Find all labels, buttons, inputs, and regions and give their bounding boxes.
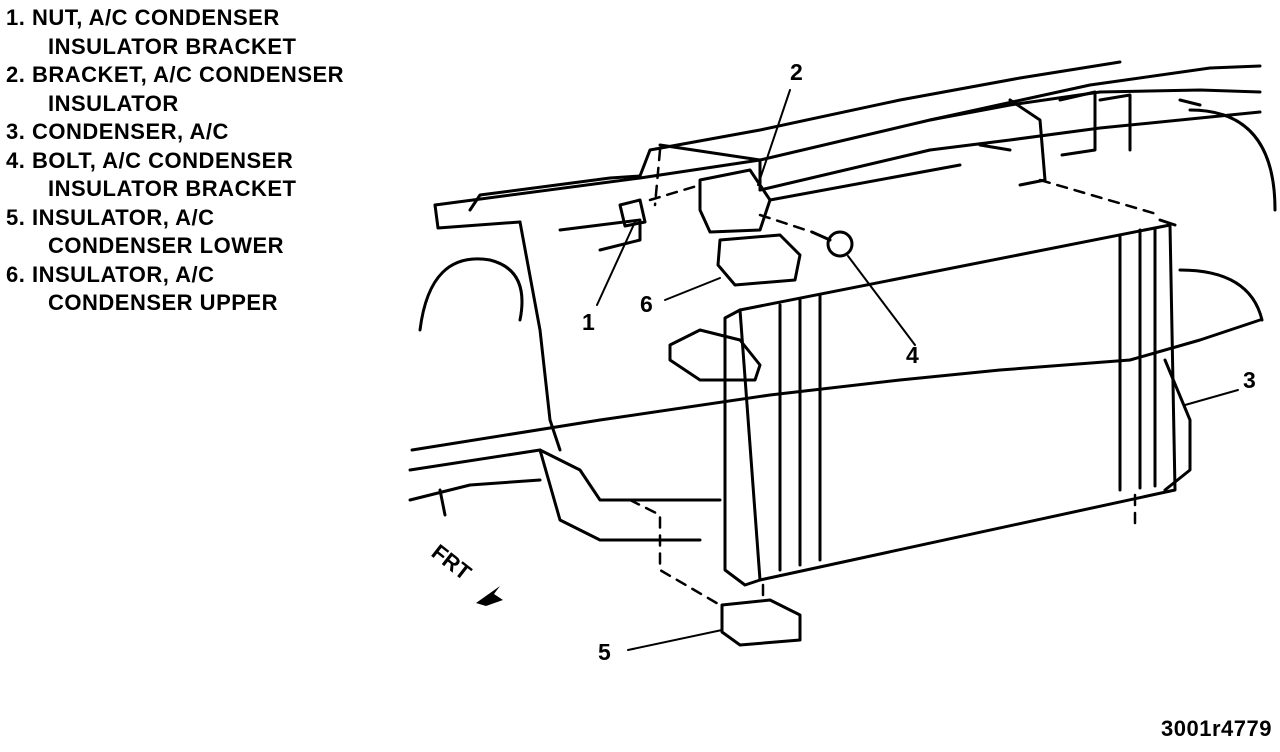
- figure-id: 3001r4779: [1161, 716, 1272, 741]
- callout-6: 6: [640, 291, 653, 317]
- upper-insulator-bracket: [658, 143, 802, 287]
- radiator-support-panel: [408, 60, 1277, 542]
- legend-item-label-continued: INSULATOR BRACKET: [48, 33, 297, 59]
- legend-item-label-continued: CONDENSER UPPER: [48, 290, 278, 315]
- lower-insulator: [720, 598, 802, 647]
- callout-5: 5: [598, 639, 611, 665]
- insulator-bracket-nut: [618, 198, 647, 228]
- legend-item-label-continued: CONDENSER LOWER: [48, 233, 285, 258]
- callout-3: 3: [1243, 367, 1256, 393]
- callout-2: 2: [790, 59, 803, 85]
- callout-1: 1: [582, 309, 595, 335]
- legend-item-label: 5. INSULATOR, A/C: [6, 204, 215, 230]
- ac-condenser: [668, 218, 1192, 587]
- callout-4: 4: [906, 342, 919, 368]
- legend-item-label-continued: INSULATOR: [48, 90, 179, 116]
- legend-item: 3. CONDENSER, A/C: [6, 118, 344, 147]
- callout-labels: 1 2 3 4 5 6: [582, 59, 1256, 665]
- direction-label: FRT: [427, 539, 477, 585]
- legend-item: 4. BOLT, A/C CONDENSER INSULATOR BRACKET: [6, 147, 344, 204]
- insulator-bracket-bolt: [810, 230, 854, 258]
- front-direction-arrow: FRT: [427, 539, 503, 606]
- assembly-lines: [628, 148, 1162, 607]
- leader-lines: [596, 89, 1239, 651]
- legend-item: 1. NUT, A/C CONDENSER INSULATOR BRACKET: [6, 4, 344, 61]
- legend-item-label: 2. BRACKET, A/C CONDENSER: [6, 62, 345, 87]
- legend-item: 6. INSULATOR, A/C CONDENSER UPPER: [6, 261, 344, 318]
- legend-item-label: 6. INSULATOR, A/C: [6, 261, 215, 287]
- legend-item: 5. INSULATOR, A/C CONDENSER LOWER: [6, 204, 344, 261]
- legend-item-label: 4. BOLT, A/C CONDENSER: [6, 147, 294, 173]
- legend-item-label: 3. CONDENSER, A/C: [6, 119, 229, 144]
- legend-item: 2. BRACKET, A/C CONDENSER INSULATOR: [6, 61, 344, 118]
- legend-item-label: 1. NUT, A/C CONDENSER: [6, 5, 280, 30]
- legend-item-label-continued: INSULATOR BRACKET: [48, 176, 297, 201]
